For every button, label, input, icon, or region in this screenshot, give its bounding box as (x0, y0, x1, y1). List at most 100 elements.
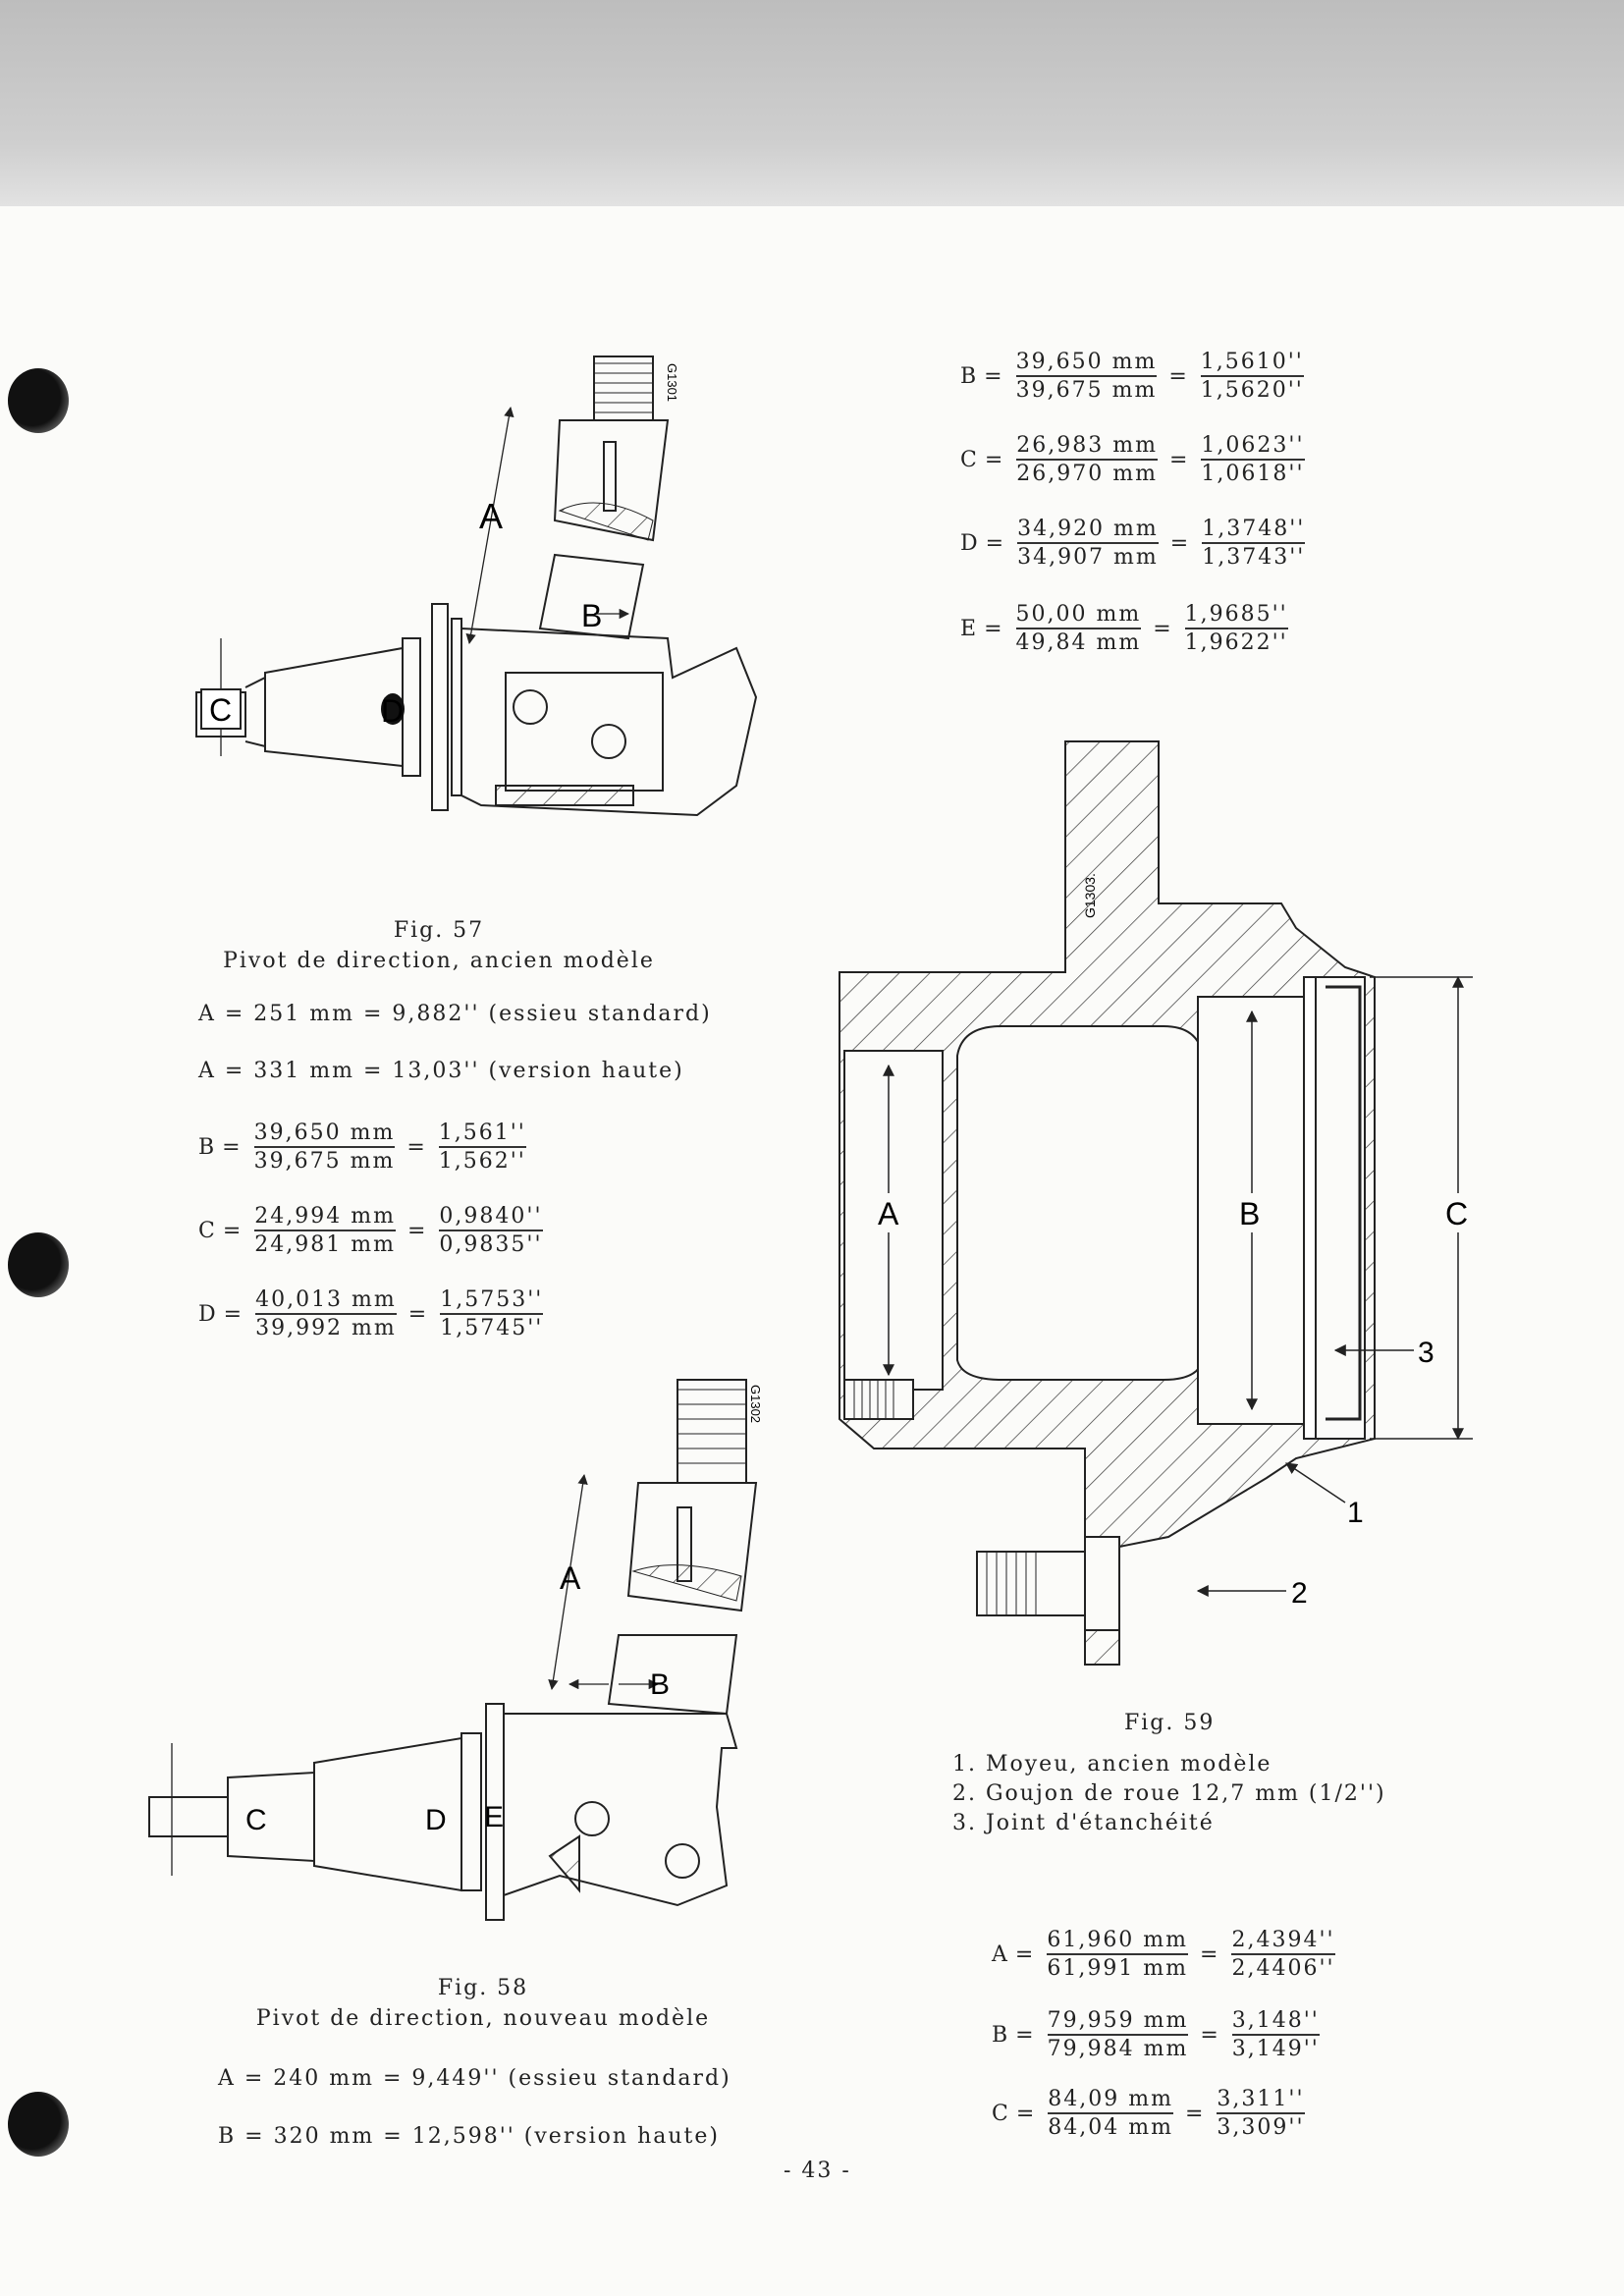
in-min: 3,149'' (1231, 2037, 1320, 2061)
equals-sign: = (984, 447, 1005, 472)
mm-max: 40,013 mm (255, 1286, 397, 1315)
dimension-label-a: A (479, 496, 503, 536)
equals-sign: = (222, 1218, 244, 1243)
in-max: 1,561'' (438, 1120, 526, 1148)
spec-letter: D (960, 530, 980, 556)
in-min: 2,4406'' (1231, 1956, 1335, 1981)
dimension-label-d: D (425, 1804, 447, 1836)
in-min: 1,9622'' (1184, 630, 1288, 655)
dimension-label-d: D (381, 693, 404, 729)
fig59-legend-item: 3. Joint d'étanchéité (952, 1811, 1215, 1835)
equals-sign: = (1200, 2022, 1220, 2048)
mm-min: 49,84 mm (1015, 630, 1142, 655)
in-min: 1,0618'' (1201, 462, 1305, 486)
equals-sign: = (984, 363, 1004, 389)
in-max: 2,4394'' (1231, 1927, 1335, 1955)
mm-max: 34,920 mm (1017, 516, 1159, 544)
mm-min: 79,984 mm (1047, 2037, 1189, 2061)
fig57-line: A = 331 mm = 13,03'' (version haute) (198, 1059, 684, 1083)
dimension-label-b: B (1239, 1196, 1260, 1231)
mm-min: 24,981 mm (254, 1232, 396, 1257)
fig57-line: A = 251 mm = 9,882'' (essieu standard) (198, 1002, 712, 1026)
inch-fraction: 0,9840''0,9835'' (439, 1203, 543, 1258)
callout-3: 3 (1418, 1337, 1435, 1369)
inch-fraction: 1,0623''1,0618'' (1201, 432, 1305, 487)
in-min: 1,5745'' (440, 1316, 544, 1340)
mm-min: 84,04 mm (1048, 2115, 1173, 2140)
scan-top-shadow (0, 0, 1624, 206)
spec-letter: C (960, 447, 979, 472)
fig59-legend-item: 2. Goujon de roue 12,7 mm (1/2'') (952, 1781, 1386, 1806)
spec-letter: B (198, 1134, 217, 1160)
mm-min: 39,675 mm (1015, 378, 1158, 403)
equals-sign: = (1014, 1941, 1036, 1967)
dimension-label-c: C (1445, 1196, 1468, 1231)
in-min: 1,3743'' (1202, 545, 1306, 570)
equals-sign: = (406, 1218, 428, 1243)
dimension-label-e: E (484, 1801, 504, 1833)
spec-letter: B (992, 2022, 1010, 2048)
inch-fraction: 1,9685''1,9622'' (1184, 601, 1288, 656)
dimension-label-c: C (245, 1804, 267, 1836)
in-max: 3,311'' (1217, 2086, 1305, 2114)
mm-max: 50,00 mm (1015, 601, 1142, 629)
inch-fraction: 1,5610''1,5620'' (1200, 349, 1304, 404)
mm-min: 61,991 mm (1047, 1956, 1189, 1981)
in-max: 1,3748'' (1202, 516, 1306, 544)
fig59-caption: Fig. 59 (1124, 1711, 1216, 1735)
equals-sign: = (984, 616, 1004, 641)
drawing-id: G1303. (1082, 873, 1098, 918)
equals-sign: = (1184, 2101, 1206, 2126)
spec-letter: B (960, 363, 979, 389)
spec-letter: D (198, 1301, 218, 1327)
punch-hole (8, 2092, 69, 2157)
in-min: 3,309'' (1217, 2115, 1305, 2140)
in-min: 0,9835'' (439, 1232, 543, 1257)
dimension-label-a: A (560, 1560, 581, 1596)
spec-letter: E (960, 616, 979, 641)
equals-sign: = (985, 530, 1006, 556)
equals-sign: = (222, 1134, 243, 1160)
mm-max: 61,960 mm (1047, 1927, 1189, 1955)
mm-min: 39,675 mm (253, 1149, 396, 1174)
fig57-drawing: A B C D G1301 (195, 355, 758, 817)
in-min: 1,562'' (438, 1149, 526, 1174)
in-max: 1,5610'' (1200, 349, 1304, 377)
mm-max: 39,650 mm (1015, 349, 1158, 377)
fig59-legend-item: 1. Moyeu, ancien modèle (952, 1752, 1272, 1777)
dimension-label-b: B (650, 1668, 670, 1701)
in-max: 1,9685'' (1184, 601, 1288, 629)
spec-letter: C (992, 2101, 1010, 2126)
equals-sign: = (1169, 530, 1191, 556)
mm-max: 26,983 mm (1016, 432, 1158, 461)
fig59-drawing: A B C 1 2 3 G1303. (839, 740, 1475, 1666)
inch-fraction: 2,4394''2,4406'' (1231, 1927, 1335, 1982)
dimension-label-a: A (878, 1196, 899, 1231)
fig57-caption: Fig. 57 (393, 918, 485, 943)
equals-sign: = (407, 1301, 429, 1327)
in-min: 1,5620'' (1200, 378, 1304, 403)
equals-sign: = (1015, 2022, 1036, 2048)
in-max: 1,5753'' (440, 1286, 544, 1315)
dimension-label-b: B (581, 598, 602, 633)
in-max: 0,9840'' (439, 1203, 543, 1231)
spec-letter: A (992, 1941, 1009, 1967)
in-max: 3,148'' (1231, 2007, 1320, 2036)
equals-sign: = (1015, 2101, 1037, 2126)
drawing-id: G1302 (748, 1385, 763, 1423)
